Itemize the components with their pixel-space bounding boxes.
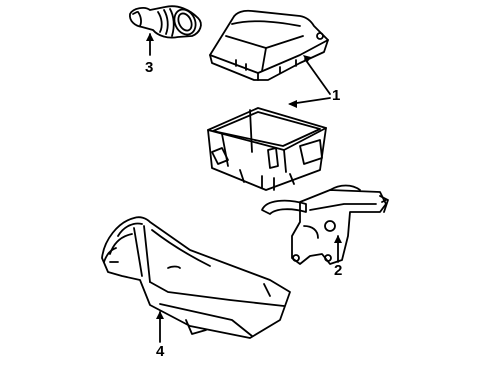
callout-4-leader (156, 311, 164, 343)
callout-1-leader (288, 55, 331, 108)
bracket-part (261, 184, 389, 265)
callout-2-leader (334, 235, 342, 263)
callout-4-label: 4 (156, 343, 165, 360)
callout-2-label: 2 (334, 262, 342, 279)
intake-duct-part (101, 216, 291, 339)
intake-hose-part (129, 5, 202, 39)
callout-3-leader (146, 33, 154, 56)
air-cleaner-cover-part (209, 9, 329, 81)
callout-1-label: 1 (332, 87, 340, 104)
callout-3-label: 3 (145, 59, 153, 76)
air-cleaner-box-part (207, 107, 327, 191)
